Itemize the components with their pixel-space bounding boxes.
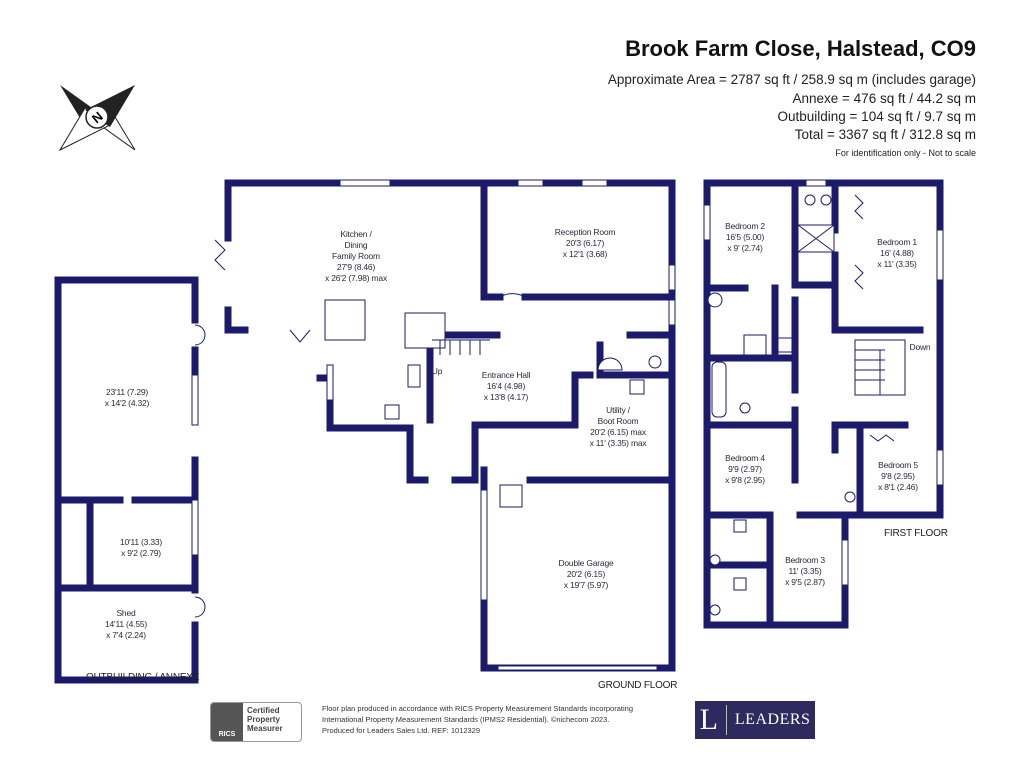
room-dimension: x 9'5 (2.87) [785, 577, 825, 587]
room-name: Bedroom 1 [877, 237, 917, 247]
room-dimension: 10'11 (3.33) [119, 537, 163, 547]
room-name: Bedroom 5 [878, 460, 918, 470]
badge-text: Measurer [247, 724, 283, 733]
ground-floor-label: GROUND FLOOR [598, 680, 678, 691]
room-name: Dining [344, 240, 368, 250]
room-double-garage: Double Garage 20'2 (6.15) x 19'7 (5.97) [558, 558, 613, 591]
room-dimension: x 9'2 (2.79) [121, 548, 161, 558]
room-dimension: x 12'1 (3.68) [562, 249, 608, 259]
room-annexe-secondary: 10'11 (3.33) x 9'2 (2.79) [120, 537, 162, 559]
room-name: Utility / [606, 405, 630, 415]
room-dimension: x 8'1 (2.46) [878, 482, 918, 492]
room-annexe-main: 23'11 (7.29) x 14'2 (4.32) [104, 387, 150, 409]
room-dimension: 27'9 (8.46) [336, 262, 376, 272]
approximate-area: Approximate Area = 2787 sq ft / 258.9 sq… [607, 72, 976, 87]
room-bedroom-3: Bedroom 3 11' (3.35) x 9'5 (2.87) [785, 555, 825, 588]
room-dimension: x 11' (3.35) [877, 259, 917, 269]
room-dimension: x 14'2 (4.32) [104, 398, 150, 408]
disclaimer-line: Produced for Leaders Sales Ltd. REF: 101… [322, 726, 481, 735]
room-dimension: x 9'8 (2.95) [725, 475, 765, 485]
room-name: Entrance Hall [481, 370, 531, 380]
rics-certified-badge: RICS Certified Property Measurer [210, 702, 302, 742]
room-dimension: x 9' (2.74) [727, 243, 763, 253]
footer-disclaimer: Floor plan produced in accordance with R… [322, 703, 633, 736]
ground-floor-fixtures [191, 179, 676, 618]
outbuilding-area: Outbuilding = 104 sq ft / 9.7 sq m [777, 109, 977, 124]
room-dimension: x 7'4 (2.24) [106, 630, 146, 640]
room-name: Bedroom 2 [725, 221, 765, 231]
logo-initial: L [700, 705, 727, 735]
room-dimension: 16' (4.88) [880, 248, 914, 258]
badge-text: Certified [247, 706, 280, 715]
outbuilding-label: OUTBUILDING / ANNEXE [86, 672, 200, 683]
scale-note: For identification only - Not to scale [835, 148, 976, 158]
room-name: Boot Room [597, 416, 639, 426]
room-name: Shed [116, 608, 136, 618]
room-bedroom-1: Bedroom 1 16' (4.88) x 11' (3.35) [877, 237, 917, 270]
room-dimension: 20'2 (6.15) [566, 569, 606, 579]
room-dimension: 20'2 (6.15) max [590, 427, 646, 437]
disclaimer-line: International Property Measurement Stand… [322, 715, 610, 724]
room-entrance-hall: Entrance Hall 16'4 (4.98) x 13'8 (4.17) [481, 370, 531, 403]
disclaimer-line: Floor plan produced in accordance with R… [322, 704, 633, 713]
badge-text: Property [247, 715, 280, 724]
room-utility-boot: Utility / Boot Room 20'2 (6.15) max x 11… [590, 405, 647, 449]
stairs-up-label: Up [431, 366, 443, 376]
rics-logo: RICS [211, 703, 243, 741]
room-dimension: 9'9 (2.97) [728, 464, 762, 474]
room-dimension: 14'11 (4.55) [104, 619, 148, 629]
leaders-logo: L LEADERS [695, 701, 815, 739]
room-name: Family Room [332, 251, 380, 261]
room-bedroom-5: Bedroom 5 9'8 (2.95) x 8'1 (2.46) [878, 460, 918, 493]
stairs-down-label: Down [909, 342, 931, 352]
room-dimension: 9'8 (2.95) [881, 471, 915, 481]
property-title: Brook Farm Close, Halstead, CO9 [625, 36, 976, 61]
room-dimension: 16'5 (5.00) [725, 232, 765, 242]
room-dimension: 23'11 (7.29) [105, 387, 149, 397]
room-dimension: 11' (3.35) [788, 566, 822, 576]
room-dimension: x 26'2 (7.98) max [324, 273, 388, 283]
room-bedroom-4: Bedroom 4 9'9 (2.97) x 9'8 (2.95) [725, 453, 765, 486]
room-name: Double Garage [558, 558, 614, 568]
room-dimension: x 19'7 (5.97) [563, 580, 609, 590]
room-dimension: x 13'8 (4.17) [483, 392, 529, 402]
room-name: Reception Room [554, 227, 616, 237]
room-bedroom-2: Bedroom 2 16'5 (5.00) x 9' (2.74) [725, 221, 765, 254]
annexe-area: Annexe = 476 sq ft / 44.2 sq m [792, 91, 977, 106]
first-floor-label: FIRST FLOOR [884, 528, 948, 539]
first-floor-fixtures [703, 179, 944, 616]
first-floor-walls [703, 179, 944, 629]
room-dimension: x 11' (3.35) max [589, 438, 647, 448]
logo-name: LEADERS [734, 711, 811, 728]
room-reception: Reception Room 20'3 (6.17) x 12'1 (3.68) [555, 227, 616, 260]
room-name: Bedroom 3 [785, 555, 825, 565]
room-shed: Shed 14'11 (4.55) x 7'4 (2.24) [105, 608, 147, 641]
room-name: Kitchen / [340, 229, 372, 239]
room-dimension: 16'4 (4.98) [486, 381, 526, 391]
room-kitchen-dining-family: Kitchen / Dining Family Room 27'9 (8.46)… [325, 229, 387, 284]
room-dimension: 20'3 (6.17) [565, 238, 605, 248]
compass-icon: N [58, 85, 136, 152]
total-area: Total = 3367 sq ft / 312.8 sq m [794, 127, 976, 142]
room-name: Bedroom 4 [725, 453, 765, 463]
